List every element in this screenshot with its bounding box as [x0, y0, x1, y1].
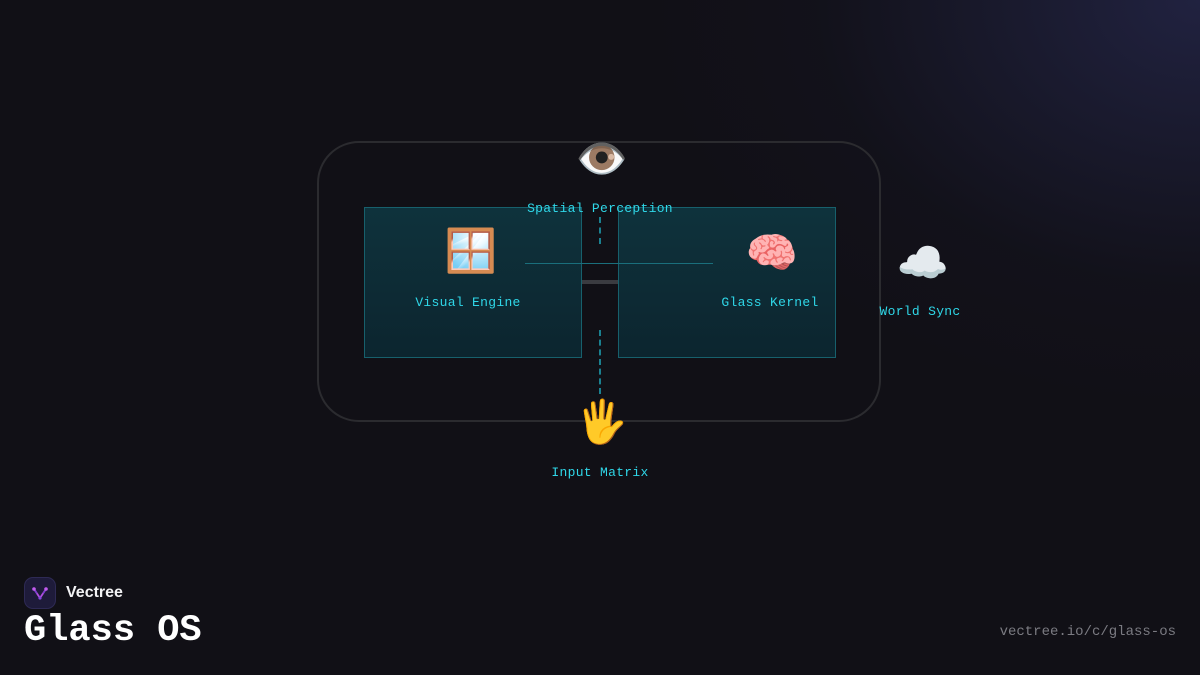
product-title: Glass OS — [24, 610, 202, 652]
connector-visual-kernel — [525, 263, 713, 264]
brain-icon: 🧠 — [745, 228, 799, 277]
node-label-spatial-perception: Spatial Perception — [527, 201, 673, 216]
right-lens-panel — [618, 207, 836, 358]
connector-perception — [599, 217, 601, 244]
eye-icon: 👁️ — [575, 134, 629, 183]
device-frame — [317, 141, 881, 422]
bridge-hinge — [582, 280, 618, 284]
vectree-logo-icon — [24, 577, 56, 609]
node-label-world-sync: World Sync — [879, 304, 961, 319]
raised-hand-icon: 🖐 — [575, 397, 629, 446]
brand: Vectree — [24, 577, 123, 609]
brand-name: Vectree — [66, 584, 123, 601]
node-label-visual-engine: Visual Engine — [415, 295, 521, 310]
window-icon: 🪟 — [444, 226, 498, 275]
node-label-input-matrix: Input Matrix — [551, 465, 649, 480]
cloud-icon: ☁️ — [896, 238, 950, 287]
left-lens-panel — [364, 207, 582, 358]
page-url[interactable]: vectree.io/c/glass-os — [999, 624, 1176, 640]
connector-input — [599, 330, 601, 394]
node-label-glass-kernel: Glass Kernel — [721, 295, 819, 310]
